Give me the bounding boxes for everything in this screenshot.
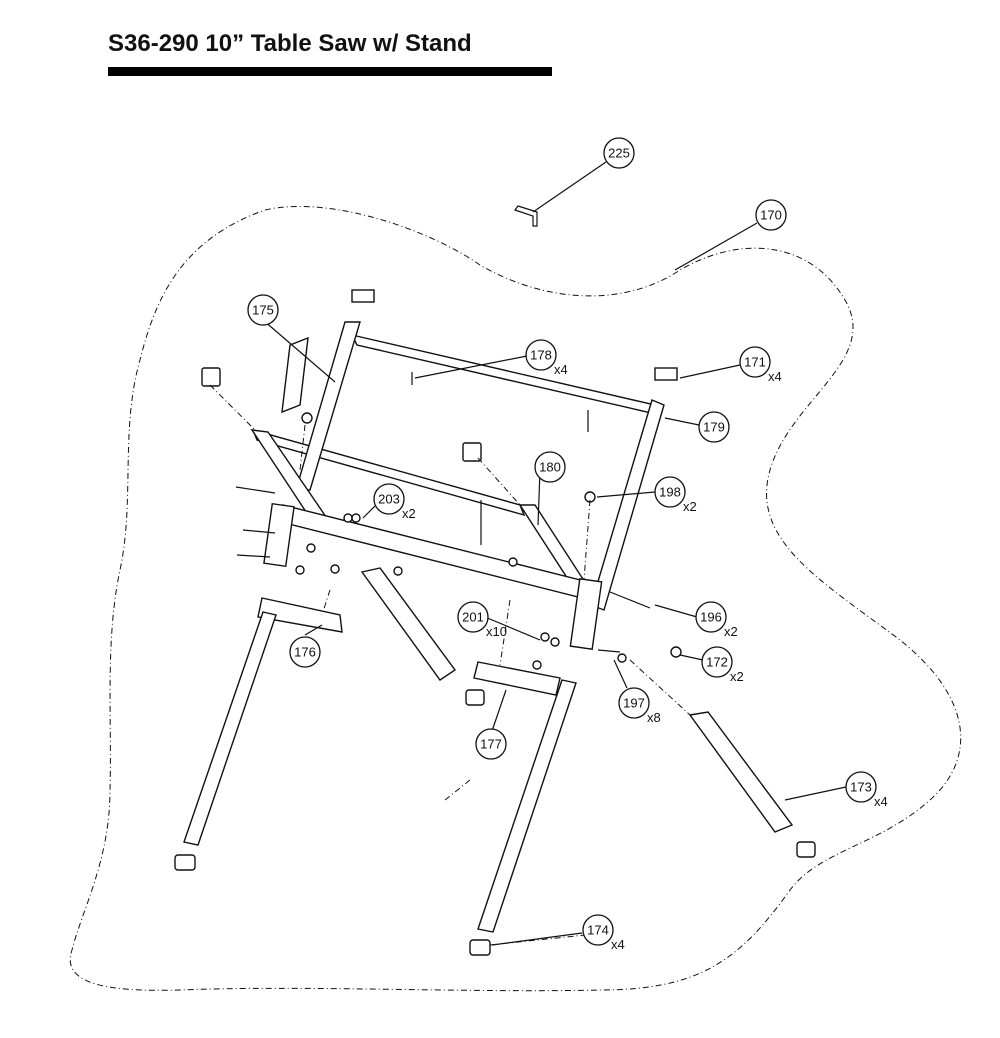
callout-circle [603, 137, 635, 169]
hex-key [514, 205, 538, 227]
part-number: 179 [703, 420, 725, 435]
callout-180: 180 [534, 451, 566, 483]
part-number: 174 [587, 923, 609, 938]
callout-circle [534, 451, 566, 483]
leg-cap-right [654, 367, 678, 381]
foot-cap-left [174, 854, 196, 871]
callout-175: 175 [247, 294, 279, 326]
foot-bar-176 [257, 597, 343, 633]
left-diagonal-leg [360, 567, 456, 681]
callout-circle [247, 294, 279, 326]
callout-circle [701, 646, 733, 678]
leg-cap-left [351, 289, 375, 303]
right-end-plate [569, 578, 603, 650]
callout-circle [654, 476, 686, 508]
part-quantity: x4 [611, 937, 625, 952]
part-number: 198 [659, 485, 681, 500]
part-quantity: x2 [730, 669, 744, 684]
part-quantity: x4 [768, 369, 782, 384]
nuts-and-washers [295, 412, 682, 670]
left-rear-leg-upper [295, 321, 361, 491]
foot-cap-center [469, 939, 491, 956]
callout-170: 170 [755, 199, 787, 231]
part-number: 225 [608, 146, 630, 161]
part-number: 170 [760, 208, 782, 223]
callout-179: 179 [698, 411, 730, 443]
part-number: 171 [744, 355, 766, 370]
part-quantity: x4 [874, 794, 888, 809]
callout-177: 177 [475, 728, 507, 760]
part-quantity: x2 [402, 506, 416, 521]
assembly-boundary [69, 206, 962, 992]
leader-lines [262, 161, 847, 946]
part-number: 172 [706, 655, 728, 670]
callout-circle [457, 601, 489, 633]
part-number: 197 [623, 696, 645, 711]
callout-circle [695, 601, 727, 633]
assembly-lines [209, 384, 691, 946]
callout-circle [739, 346, 771, 378]
part-number: 173 [850, 780, 872, 795]
callout-circle [475, 728, 507, 760]
part-number: 180 [539, 460, 561, 475]
bolts [235, 372, 651, 653]
callout-circle [755, 199, 787, 231]
callout-225: 225 [603, 137, 635, 169]
foot-bar-177 [473, 661, 561, 696]
tube-cap-center [462, 442, 482, 462]
part-number: 203 [378, 492, 400, 507]
part-quantity: x2 [683, 499, 697, 514]
callout-circle [525, 339, 557, 371]
callout-circle [373, 483, 405, 515]
part-quantity: x10 [486, 624, 507, 639]
part-number: 176 [294, 645, 316, 660]
foot-cap-diagonal [465, 689, 485, 706]
left-end-plate [263, 502, 295, 568]
part-number: 201 [462, 610, 484, 625]
title-underline [108, 67, 552, 76]
stand-parts [174, 161, 847, 956]
callout-circle [698, 411, 730, 443]
right-diagonal-leg [688, 711, 794, 833]
part-quantity: x8 [647, 710, 661, 725]
callout-circle [618, 687, 650, 719]
part-number: 177 [480, 737, 502, 752]
rear-upper-stretcher [350, 333, 662, 417]
label-plate [281, 336, 309, 414]
part-quantity: x4 [554, 362, 568, 377]
center-lower-leg [477, 679, 577, 933]
callout-circle [289, 636, 321, 668]
left-lower-leg [183, 611, 277, 846]
part-number: 178 [530, 348, 552, 363]
foot-cap-right [796, 841, 816, 858]
part-quantity: x2 [724, 624, 738, 639]
right-rear-leg [590, 399, 665, 611]
part-number: 196 [700, 610, 722, 625]
callout-circle [845, 771, 877, 803]
callout-circle [582, 914, 614, 946]
callout-176: 176 [289, 636, 321, 668]
page-title: S36-290 10” Table Saw w/ Stand [108, 30, 472, 57]
tube-cap-left [201, 367, 221, 387]
part-number: 175 [252, 303, 274, 318]
